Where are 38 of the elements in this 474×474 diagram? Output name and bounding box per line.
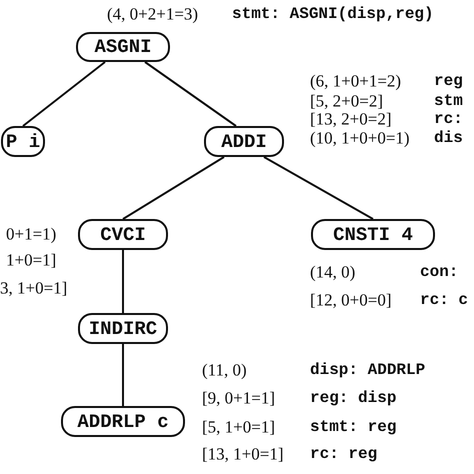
rule-text: stmt: reg (310, 419, 396, 435)
cost-text: (10, 1+0+0=1) (310, 130, 410, 146)
tree-node: ADDRLP c (61, 406, 185, 437)
tree-node: CNSTI 4 (311, 219, 435, 250)
cost-text: (11, 0) (202, 362, 247, 378)
tree-node: ASGNI (76, 32, 170, 62)
tree-edge (264, 156, 374, 220)
tree-edge (122, 344, 124, 406)
tree-node: INDIRC (78, 313, 168, 344)
tree-edge (122, 250, 124, 313)
cost-text: (6, 1+0+1=2) (310, 72, 402, 90)
rule-text: con: (420, 264, 458, 280)
rule-text: rc: (434, 111, 463, 127)
cost-text: [13, 2+0=2] (310, 110, 392, 128)
tree-node: CVCI (78, 219, 168, 250)
tree-edge (22, 61, 106, 127)
cost-text: [5, 1+0=1] (202, 418, 275, 436)
tree-edge (122, 156, 225, 220)
cost-text: [9, 0+1=1] (202, 390, 275, 406)
tree-edge (144, 61, 237, 127)
cost-text: 0+1=1) (6, 226, 56, 242)
rule-text: reg (434, 73, 463, 89)
tree-node: ADDI (204, 126, 284, 157)
rule-text: stm (434, 93, 463, 109)
cost-text: (14, 0) (310, 264, 356, 280)
cost-text: 1+0=1] (6, 252, 56, 268)
cost-text: 3, 1+0=1] (0, 280, 68, 296)
rule-text: dis (434, 130, 463, 146)
cost-text: [5, 2+0=2] (310, 92, 383, 110)
cost-text: [13, 1+0=1] (202, 446, 284, 462)
rule-text: reg: disp (310, 390, 396, 406)
rule-text: stmt: ASGNI(disp,reg) (232, 6, 434, 22)
rule-text: rc: c (420, 292, 468, 308)
cost-text: [12, 0+0=0] (310, 292, 392, 308)
cost-text: (4, 0+2+1=3) (107, 6, 198, 22)
rule-text: rc: reg (310, 446, 378, 462)
tree-node: P i (1, 126, 45, 157)
rule-text: disp: ADDRLP (310, 362, 426, 378)
